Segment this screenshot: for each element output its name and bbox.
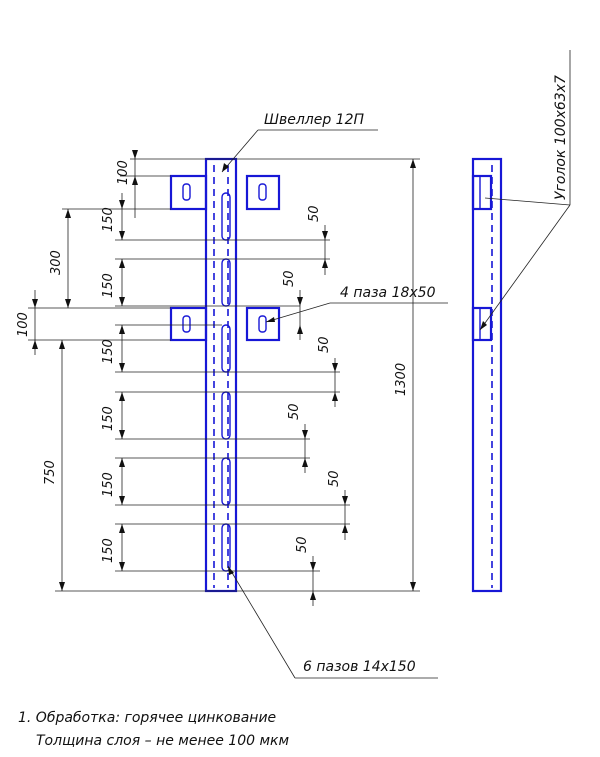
extension-lines — [28, 158, 420, 592]
dim-slot-150-e: 150 — [101, 472, 116, 497]
label-slots-6: 6 пазов 14х150 — [303, 659, 416, 675]
dim-slot-150-d: 150 — [101, 406, 116, 431]
leader-angle — [479, 50, 571, 331]
angle-bracket-mid-right — [245, 306, 281, 342]
dim-slot-150-c: 150 — [101, 339, 116, 364]
channel-front-view — [204, 157, 238, 593]
dim-gap-50-c: 50 — [317, 336, 332, 353]
leader-slots-4 — [265, 302, 448, 323]
dim-gap-50-a: 50 — [307, 205, 322, 222]
label-channel: Швеллер 12П — [264, 112, 364, 128]
label-slots-4: 4 паза 18х50 — [340, 285, 436, 301]
leader-slots-6 — [227, 565, 438, 679]
angle-bracket-top-right — [245, 174, 281, 211]
dim-slot-150-b: 150 — [101, 273, 116, 298]
dimension-arrows — [32, 150, 416, 600]
label-angle: Уголок 100х63х7 — [553, 75, 569, 200]
dim-left-100: 100 — [16, 312, 31, 337]
angle-bracket-top-left — [169, 174, 208, 211]
angle-bracket-mid-left — [169, 306, 208, 342]
dim-gap-50-b: 50 — [282, 270, 297, 287]
dim-gap-50-e: 50 — [327, 470, 342, 487]
dim-gap-50-d: 50 — [287, 403, 302, 420]
dim-total-1300: 1300 — [394, 363, 409, 396]
channel-side-view — [471, 157, 503, 593]
dim-top-100: 100 — [116, 160, 131, 185]
note-line-2: Толщина слоя – не менее 100 мкм — [36, 733, 289, 749]
dimension-lines — [34, 150, 414, 606]
note-line-1: 1. Обработка: горячее цинкование — [18, 710, 276, 726]
dim-gap-50-f: 50 — [295, 536, 310, 553]
dim-left-750: 750 — [43, 460, 58, 485]
dim-left-300: 300 — [49, 250, 64, 275]
leader-channel — [221, 129, 378, 173]
dim-slot-150-f: 150 — [101, 538, 116, 563]
dim-slot-150-a: 150 — [101, 207, 116, 232]
